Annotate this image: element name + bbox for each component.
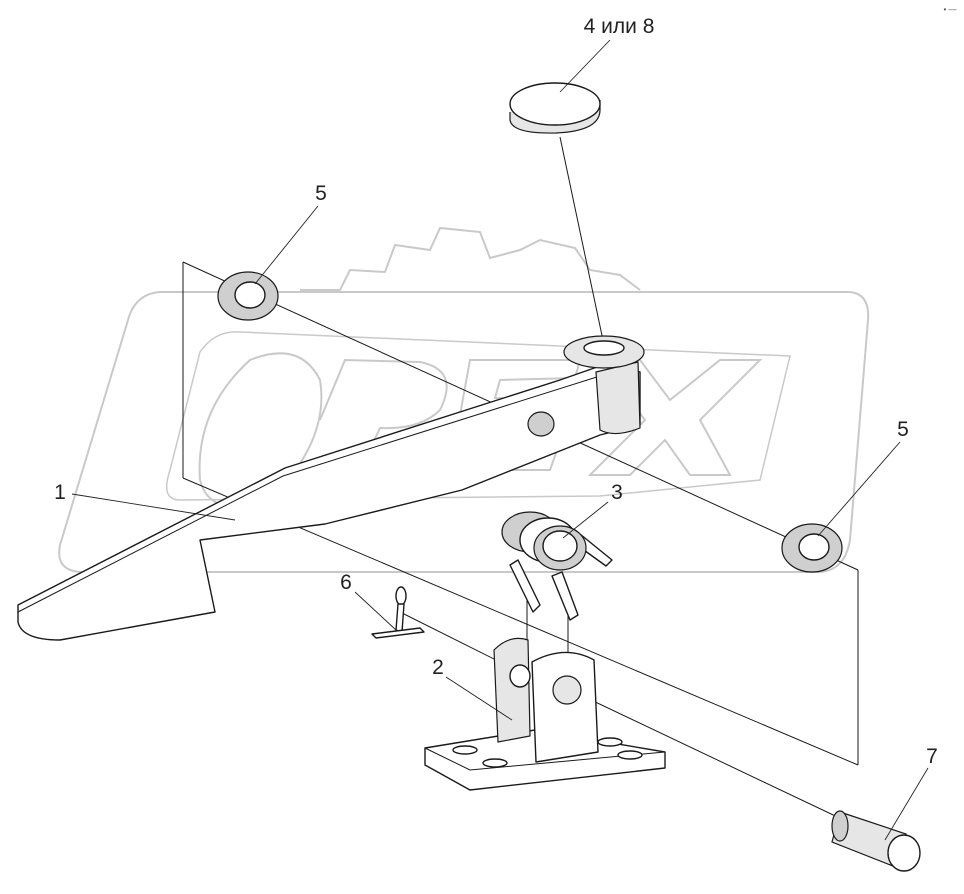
callout-label: 5 <box>897 418 909 441</box>
spring-leg-right <box>551 571 579 621</box>
callout-label: 6 <box>340 571 352 594</box>
callout-label: 5 <box>315 182 327 205</box>
bracket-slot-2 <box>482 758 508 768</box>
bracket-slot-1 <box>452 745 478 755</box>
pedal-boss <box>595 361 641 435</box>
pedal-pivot-hole <box>527 411 555 437</box>
watermark-letter-p <box>319 358 448 471</box>
watermark-frame-inner <box>165 331 791 501</box>
leader-2 <box>445 676 513 721</box>
axle-pin-end <box>831 810 849 842</box>
bracket-base-edge <box>424 747 666 771</box>
callout-label: 7 <box>926 745 938 768</box>
pedal-lever-body <box>17 365 641 641</box>
watermark-letter-x <box>587 359 763 476</box>
callout-label: 4 или 8 <box>584 15 655 38</box>
pedal-lever-edge <box>17 375 601 613</box>
watermark-logo <box>58 226 870 573</box>
assembly-line-axle7 <box>569 689 849 823</box>
leader-5-left <box>254 205 319 285</box>
pedal-boss-hole <box>583 340 625 356</box>
bracket-slot-4 <box>617 750 643 760</box>
leader-7 <box>884 767 929 841</box>
callout-label: 3 <box>611 481 623 504</box>
spring-leg-left <box>509 559 541 613</box>
callout-labels: 4 или 8 5 5 1 3 6 2 7 <box>54 15 938 768</box>
cotter-pin <box>371 586 425 639</box>
leader-3 <box>562 501 609 539</box>
bracket-slot-3 <box>597 737 623 747</box>
leader-4 <box>559 39 611 93</box>
cotter-pin-legs <box>371 627 425 639</box>
pedal-lever <box>17 335 645 641</box>
pedal-cap <box>509 82 601 134</box>
pedal-cap-top <box>509 82 601 126</box>
leader-5-right <box>817 441 901 537</box>
callout-leaders <box>71 39 929 841</box>
axle-pin <box>831 810 921 872</box>
leader-6 <box>354 591 397 631</box>
bracket <box>424 637 666 791</box>
axle-pin-head <box>887 834 921 872</box>
watermark-frame <box>58 291 870 573</box>
callout-label: 2 <box>432 656 444 679</box>
bracket-ear-back <box>493 637 531 743</box>
cotter-pin-eye <box>395 586 407 606</box>
bracket-ear-back-hole <box>509 664 531 688</box>
cotter-pin-shank <box>395 603 405 633</box>
callout-label: 1 <box>54 481 66 504</box>
washer-right <box>781 523 843 573</box>
washer-left <box>217 271 279 321</box>
assembly-line-cap <box>559 136 605 346</box>
leader-1 <box>71 493 236 521</box>
torsion-spring <box>501 511 613 621</box>
bracket-ear-front-hole <box>552 675 582 705</box>
watermark-gear-outline <box>300 226 641 291</box>
spring-coil-hole <box>542 530 578 562</box>
bracket-ear-front <box>531 651 599 763</box>
corner-mark: • — <box>943 5 956 14</box>
